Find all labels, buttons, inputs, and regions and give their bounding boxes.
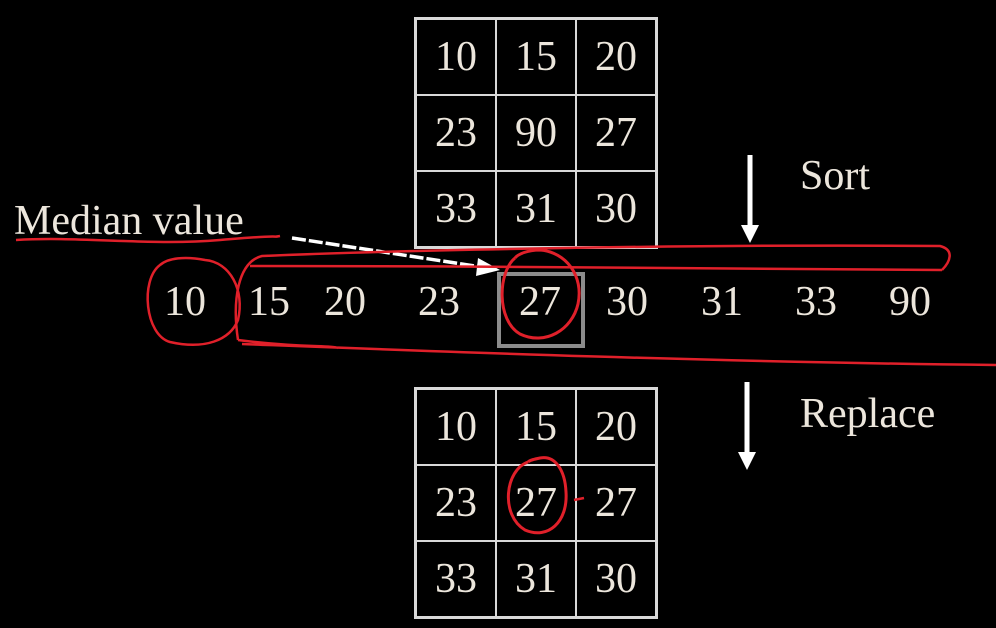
result-grid: 10 15 20 23 27 27 33 31 30 — [414, 387, 658, 619]
sorted-value: 31 — [701, 279, 743, 325]
sorted-value: 23 — [418, 279, 460, 325]
grid-cell: 30 — [576, 171, 656, 247]
original-grid: 10 15 20 23 90 27 33 31 30 — [414, 17, 658, 249]
grid-cell: 33 — [416, 541, 496, 617]
grid-cell: 30 — [576, 541, 656, 617]
grid-cell: 20 — [576, 19, 656, 95]
grid-cell: 31 — [496, 171, 576, 247]
sort-label: Sort — [800, 153, 871, 199]
sorted-value: 30 — [606, 279, 648, 325]
grid-cell: 31 — [496, 541, 576, 617]
sorted-value: 15 — [248, 279, 290, 325]
sorted-value: 90 — [889, 279, 931, 325]
sorted-value: 10 — [164, 279, 206, 325]
grid-cell-replaced: 27 — [496, 465, 576, 541]
sorted-value-median: 27 — [519, 279, 561, 325]
grid-cell: 23 — [416, 465, 496, 541]
down-arrow-icon — [741, 155, 759, 243]
grid-cell: 23 — [416, 95, 496, 171]
median-value-label: Median value — [14, 198, 244, 244]
grid-cell: 33 — [416, 171, 496, 247]
sorted-value: 33 — [795, 279, 837, 325]
grid-cell: 20 — [576, 389, 656, 465]
down-arrow-icon — [738, 382, 756, 470]
grid-cell: 27 — [576, 465, 656, 541]
grid-cell: 10 — [416, 19, 496, 95]
replace-label: Replace — [800, 391, 936, 437]
grid-cell: 15 — [496, 389, 576, 465]
sorted-value: 20 — [324, 279, 366, 325]
grid-cell: 90 — [496, 95, 576, 171]
grid-cell: 15 — [496, 19, 576, 95]
grid-cell: 10 — [416, 389, 496, 465]
grid-cell: 27 — [576, 95, 656, 171]
